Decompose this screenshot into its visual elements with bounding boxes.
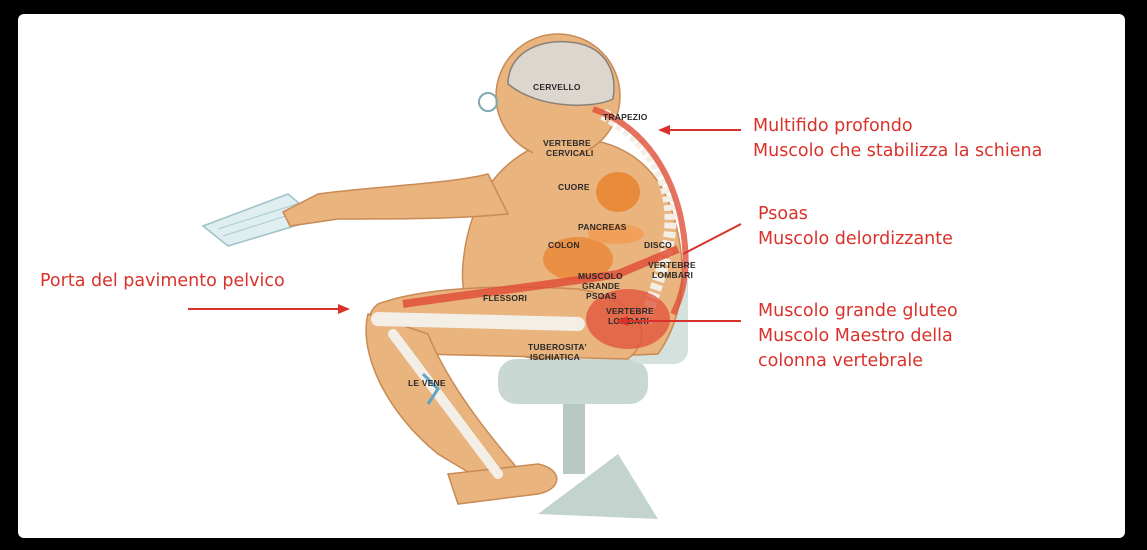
label-vertebre-cervicali-1: VERTEBRE bbox=[543, 138, 591, 148]
chair-seat bbox=[498, 359, 648, 404]
annotation-multifido-line-2: Muscolo che stabilizza la schiena bbox=[753, 139, 1042, 164]
arrow-psoas bbox=[683, 224, 741, 254]
label-pancreas: PANCREAS bbox=[578, 222, 627, 232]
label-ischiatica: ISCHIATICA bbox=[530, 352, 580, 362]
label-disco: DISCO bbox=[644, 240, 672, 250]
label-cervello: CERVELLO bbox=[533, 82, 581, 92]
annotation-psoas-line-2: Muscolo delordizzante bbox=[758, 227, 953, 252]
label-vertebre-lombari-1: VERTEBRE bbox=[648, 260, 696, 270]
label-muscolo: MUSCOLO bbox=[578, 271, 623, 281]
label-vertebre-lombari-b1: VERTEBRE bbox=[606, 306, 654, 316]
label-grande: GRANDE bbox=[582, 281, 620, 291]
arrow-pelvic-head bbox=[338, 304, 350, 314]
glasses bbox=[479, 93, 497, 111]
label-tuberosita: TUBEROSITA' bbox=[528, 342, 587, 352]
diagram-frame: CERVELLO TRAPEZIO VERTEBRE CERVICALI CUO… bbox=[18, 14, 1125, 538]
annotation-psoas: Psoas Muscolo delordizzante bbox=[758, 202, 953, 252]
label-vertebre-lombari-2: LOMBARI bbox=[652, 270, 693, 280]
annotation-multifido-line-1: Multifido profondo bbox=[753, 114, 1042, 139]
heart bbox=[596, 172, 640, 212]
annotation-multifido: Multifido profondo Muscolo che stabilizz… bbox=[753, 114, 1042, 164]
label-colon: COLON bbox=[548, 240, 580, 250]
annotation-gluteo-line-1: Muscolo grande gluteo bbox=[758, 299, 958, 324]
arrow-multifido-head bbox=[658, 125, 670, 135]
label-le-vene: LE VENE bbox=[408, 378, 446, 388]
femur bbox=[378, 319, 578, 324]
annotation-gluteo-line-2: Muscolo Maestro della bbox=[758, 324, 958, 349]
label-flessori: FLESSORI bbox=[483, 293, 527, 303]
chair-post bbox=[563, 404, 585, 474]
label-trapezio: TRAPEZIO bbox=[603, 112, 648, 122]
chair-base bbox=[538, 454, 658, 519]
annotation-pelvic-line-1: Porta del pavimento pelvico bbox=[40, 269, 285, 294]
annotation-pelvic: Porta del pavimento pelvico bbox=[40, 269, 285, 294]
annotation-psoas-line-1: Psoas bbox=[758, 202, 953, 227]
label-vertebre-cervicali-2: CERVICALI bbox=[546, 148, 593, 158]
annotation-gluteo-line-3: colonna vertebrale bbox=[758, 349, 958, 374]
label-cuore: CUORE bbox=[558, 182, 590, 192]
label-psoas: PSOAS bbox=[586, 291, 617, 301]
annotation-gluteo: Muscolo grande gluteo Muscolo Maestro de… bbox=[758, 299, 958, 374]
